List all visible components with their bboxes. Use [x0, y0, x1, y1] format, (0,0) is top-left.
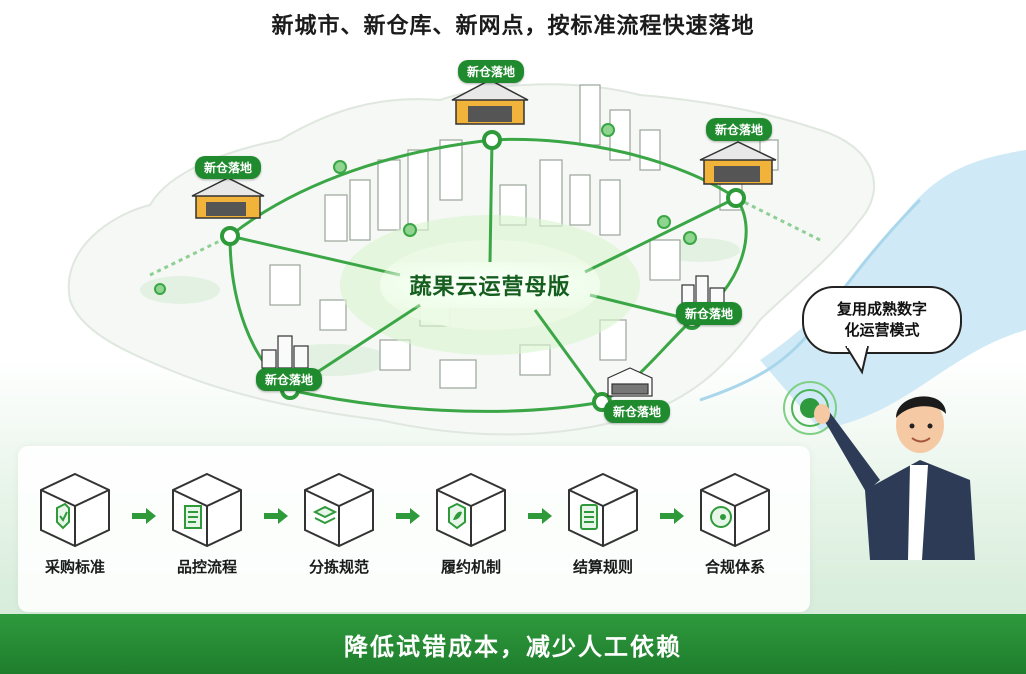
building-cluster-southwest	[261, 335, 309, 369]
hub-label: 蔬果云运营母版	[409, 275, 571, 300]
step-label: 品控流程	[176, 558, 237, 576]
building-cluster-east	[681, 275, 725, 304]
process-steps: 采购标准 品控流程 分拣规范	[30, 470, 780, 590]
speech-bubble-tail	[845, 346, 869, 375]
warehouse-east	[699, 141, 777, 185]
page-title: 新城市、新仓库、新网点，按标准流程快速落地	[271, 14, 755, 39]
shield-leaf-icon	[436, 472, 506, 548]
footer-slogan: 降低试错成本，减少人工依赖	[344, 632, 682, 661]
standards-panel	[18, 446, 810, 612]
node-tag-east: 新仓落地	[706, 118, 773, 141]
step-label: 分拣规范	[308, 558, 369, 576]
shield-check-icon	[40, 472, 110, 548]
step-compliance: 合规体系	[690, 470, 780, 577]
node-tag-southwest: 新仓落地	[256, 368, 323, 391]
checklist-icon	[172, 472, 242, 548]
step-label: 结算规则	[572, 558, 633, 576]
step-label: 采购标准	[44, 558, 105, 576]
node-tag-south: 新仓落地	[604, 400, 671, 423]
node-tag-north: 新仓落地	[458, 60, 525, 83]
footer-bar: 降低试错成本，减少人工依赖	[0, 614, 1026, 674]
city-map-illustration	[67, 79, 1026, 436]
layers-icon	[304, 472, 374, 548]
arrow-right-icon	[132, 508, 156, 524]
speech-bubble: 复用成熟数字 化运营模式	[802, 286, 962, 354]
presenter-illustration	[783, 381, 975, 560]
arrow-right-icon	[396, 508, 420, 524]
hub-center: 蔬果云运营母版	[380, 262, 600, 308]
step-settlement: 结算规则	[558, 470, 648, 577]
step-label: 合规体系	[704, 558, 765, 576]
arrow-right-icon	[660, 508, 684, 524]
step-quality-control: 品控流程	[162, 470, 252, 577]
node-tag-southeast: 新仓落地	[676, 302, 743, 325]
document-icon	[568, 472, 638, 548]
step-label: 履约机制	[440, 558, 501, 576]
speech-line-1: 复用成熟数字	[836, 300, 927, 318]
step-fulfillment: 履约机制	[426, 470, 516, 577]
warehouse-south	[607, 367, 653, 397]
step-procurement: 采购标准	[30, 470, 120, 577]
arrow-right-icon	[528, 508, 552, 524]
warehouse-north	[451, 79, 529, 125]
arrow-right-icon	[264, 508, 288, 524]
warehouse-west	[191, 177, 265, 219]
node-tag-west: 新仓落地	[195, 156, 262, 179]
circle-badge-icon	[700, 472, 770, 548]
speech-line-2: 化运营模式	[844, 321, 920, 339]
step-sorting: 分拣规范	[294, 470, 384, 577]
